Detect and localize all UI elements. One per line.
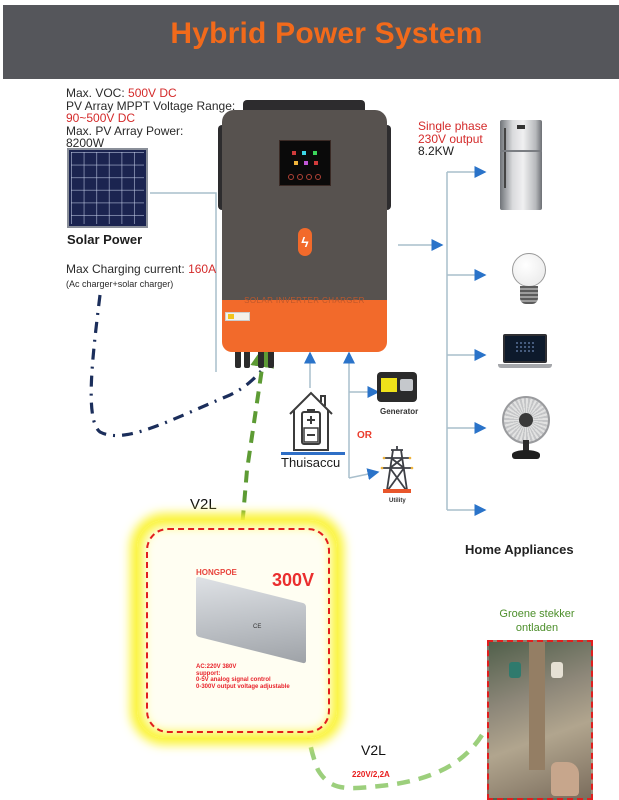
v2l-label-top: V2L [190, 496, 217, 513]
max-voc-label: Max. VOC: [66, 86, 129, 100]
psu-brand: HONGPOE [196, 568, 237, 577]
output-power: 8.2KW [418, 144, 455, 158]
white-plug-icon [551, 662, 563, 678]
plug-caption-line: ontladen [515, 622, 559, 634]
psu-description: AC:220V 380V support: 0-5V analog signal… [196, 664, 290, 690]
laptop-icon [503, 334, 547, 363]
mppt-range-label: PV Array MPPT Voltage Range: [66, 98, 236, 113]
generator-label: Generator [380, 407, 419, 416]
psu-voltage: 300V [272, 570, 315, 590]
laptop-base [498, 364, 552, 368]
solar-panel-icon [67, 148, 148, 228]
charging-spec: Max Charging current: 160A (Ac charger+s… [66, 263, 216, 290]
title-banner: Hybrid Power System [3, 5, 619, 79]
inverter-display [279, 140, 331, 186]
phase-line-2: 230V output [418, 131, 483, 146]
connector-icon [244, 352, 250, 368]
ce-mark: CE [253, 624, 262, 630]
fan-stand [523, 440, 529, 452]
max-voc-value: 500V DC [128, 86, 177, 100]
v2l-label-bottom: V2L [361, 742, 386, 758]
phase-line-1: Single phase [418, 119, 488, 133]
psu-dashed-frame [146, 528, 330, 733]
battery-label-underline [281, 452, 345, 455]
psu-desc-line: 0-300V output voltage adjustable [196, 683, 290, 690]
v2l-rating: 220V/2,2A [352, 770, 390, 779]
solar-line [150, 192, 217, 372]
battery-label: Thuisaccu [281, 455, 341, 470]
connector-icon [258, 352, 264, 368]
solar-power-label: Solar Power [67, 232, 143, 247]
pv-specs: Max. VOC: 500V DC PV Array MPPT Voltage … [66, 87, 235, 150]
lightning-icon: ϟ [298, 228, 312, 256]
charging-plug-photo [487, 640, 593, 800]
mppt-range-value: 90~500V DC [66, 111, 136, 125]
or-label: OR [357, 430, 372, 441]
max-power-value: 8200W [66, 136, 105, 150]
bulb-base [520, 286, 538, 304]
output-spec: Single phase 230V output 8.2KW [418, 120, 487, 158]
fan-base [512, 450, 540, 459]
page-title: Hybrid Power System [170, 17, 483, 50]
plug-caption-line: Groene stekker [499, 608, 575, 620]
home-appliances-label: Home Appliances [465, 542, 574, 557]
bulb-icon [512, 253, 546, 287]
inverter-base-panel [222, 300, 387, 352]
utility-branch [348, 468, 380, 481]
fan-hub [519, 413, 533, 427]
fridge-icon [500, 120, 542, 210]
psu-desc-line: 0-5V analog signal control [196, 677, 271, 683]
charging-value: 160A [188, 262, 217, 276]
connector-icon [235, 352, 241, 368]
inverter-label: SOLAR INVERTER CHARGER [244, 296, 365, 305]
plug-caption: Groene stekker ontladen [478, 607, 596, 635]
inverter-icon [222, 110, 387, 300]
inverter-side-right [383, 125, 391, 210]
generator-icon [377, 372, 417, 402]
solar-charge-wire [89, 294, 264, 438]
home-battery-icon [289, 391, 333, 451]
psu-desc-line: AC:220V 380V [196, 664, 237, 670]
max-power-label: Max. PV Array Power: [66, 123, 184, 138]
charging-note: (Ac charger+solar charger) [66, 278, 174, 289]
utility-label: Utility [389, 498, 406, 504]
caution-sticker-icon [225, 312, 250, 321]
utility-tower-icon [380, 446, 414, 493]
charging-label: Max Charging current: [66, 262, 189, 276]
connector-icon [268, 352, 274, 368]
psu-desc-line: support: [196, 670, 221, 677]
green-plug-icon [509, 662, 521, 678]
